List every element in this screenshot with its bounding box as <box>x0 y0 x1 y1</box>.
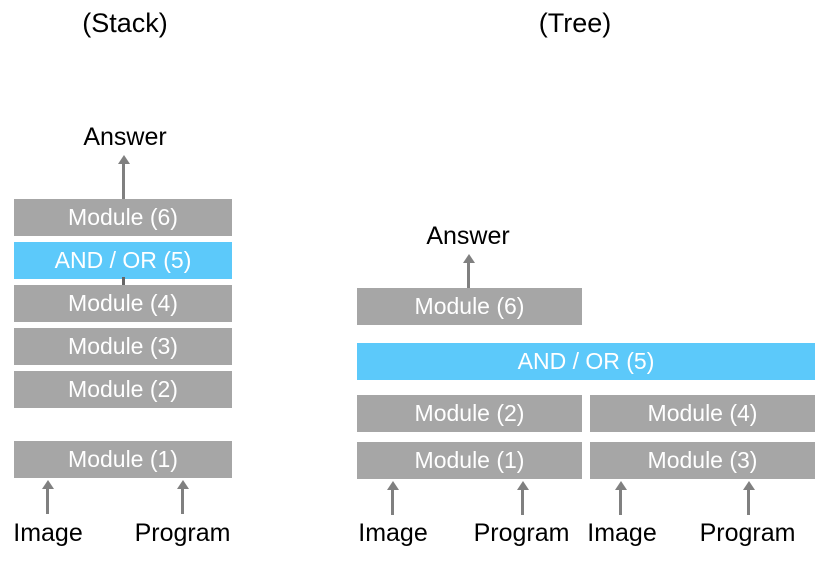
tree-answer-label: Answer <box>426 222 510 250</box>
tree-input-arrow-program-left <box>521 489 524 515</box>
tree-input-label-image-left: Image <box>358 519 428 547</box>
tree-input-label-image-right: Image <box>587 519 657 547</box>
stack-block-and-or-5[interactable]: AND / OR (5) <box>14 242 232 279</box>
tree-block-module-6[interactable]: Module (6) <box>357 288 582 325</box>
tree-input-label-program-right: Program <box>699 519 796 547</box>
tree-block-module-4[interactable]: Module (4) <box>590 395 815 432</box>
tree-block-module-3[interactable]: Module (3) <box>590 442 815 479</box>
stack-title: (Stack) <box>82 8 168 38</box>
stack-connector-5-to-4 <box>122 277 125 286</box>
stack-input-arrow-program <box>181 488 184 514</box>
tree-block-module-1[interactable]: Module (1) <box>357 442 582 479</box>
stack-answer-arrow <box>122 163 125 199</box>
stack-answer-label: Answer <box>83 123 167 151</box>
tree-block-and-or-5[interactable]: AND / OR (5) <box>357 343 815 380</box>
tree-answer-arrow <box>467 262 470 288</box>
tree-input-arrow-image-right <box>619 489 622 515</box>
tree-input-arrow-program-right <box>747 489 750 515</box>
stack-block-module-6[interactable]: Module (6) <box>14 199 232 236</box>
tree-block-module-2[interactable]: Module (2) <box>357 395 582 432</box>
stack-block-module-1[interactable]: Module (1) <box>14 441 232 478</box>
stack-input-arrow-image <box>46 488 49 514</box>
tree-input-arrow-image-left <box>391 489 394 515</box>
stack-block-module-2[interactable]: Module (2) <box>14 371 232 408</box>
stack-input-label-program: Program <box>134 519 231 547</box>
stack-block-module-4[interactable]: Module (4) <box>14 285 232 322</box>
tree-title: (Tree) <box>538 8 612 38</box>
stack-block-module-3[interactable]: Module (3) <box>14 328 232 365</box>
stack-input-label-image: Image <box>13 519 83 547</box>
tree-input-label-program-left: Program <box>473 519 570 547</box>
